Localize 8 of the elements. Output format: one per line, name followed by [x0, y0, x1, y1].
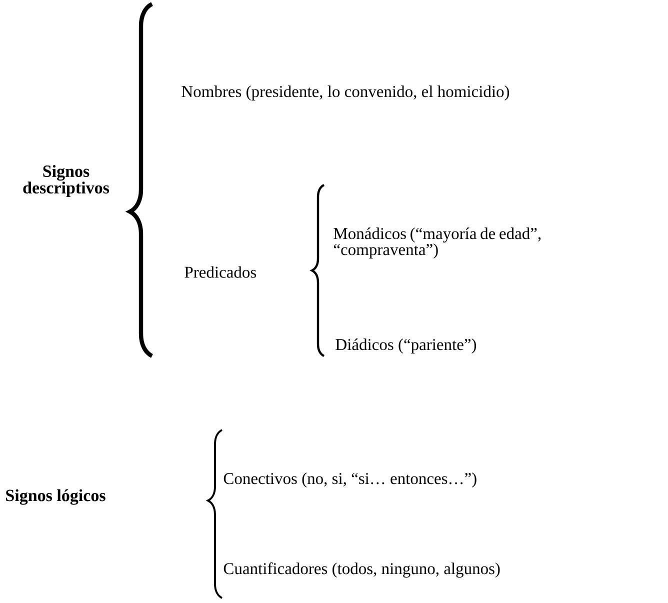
- term-text: Conectivos (no, si, “si… entonces…”): [224, 472, 476, 488]
- term-text: Nombres (presidente, lo convenido, el homicidio): [182, 86, 510, 100]
- term-text: Diádicos (“pariente”): [336, 338, 476, 354]
- category-heading: Signos lógicos: [6, 489, 106, 505]
- term-text: Monádicos (“mayoría de edad”, “compraventa”): [334, 228, 541, 258]
- term-text: Predicados: [184, 266, 256, 278]
- term-text: Cuantificadores (todos, ninguno, algunos): [224, 562, 500, 578]
- category-heading: Signos descriptivos: [23, 165, 110, 197]
